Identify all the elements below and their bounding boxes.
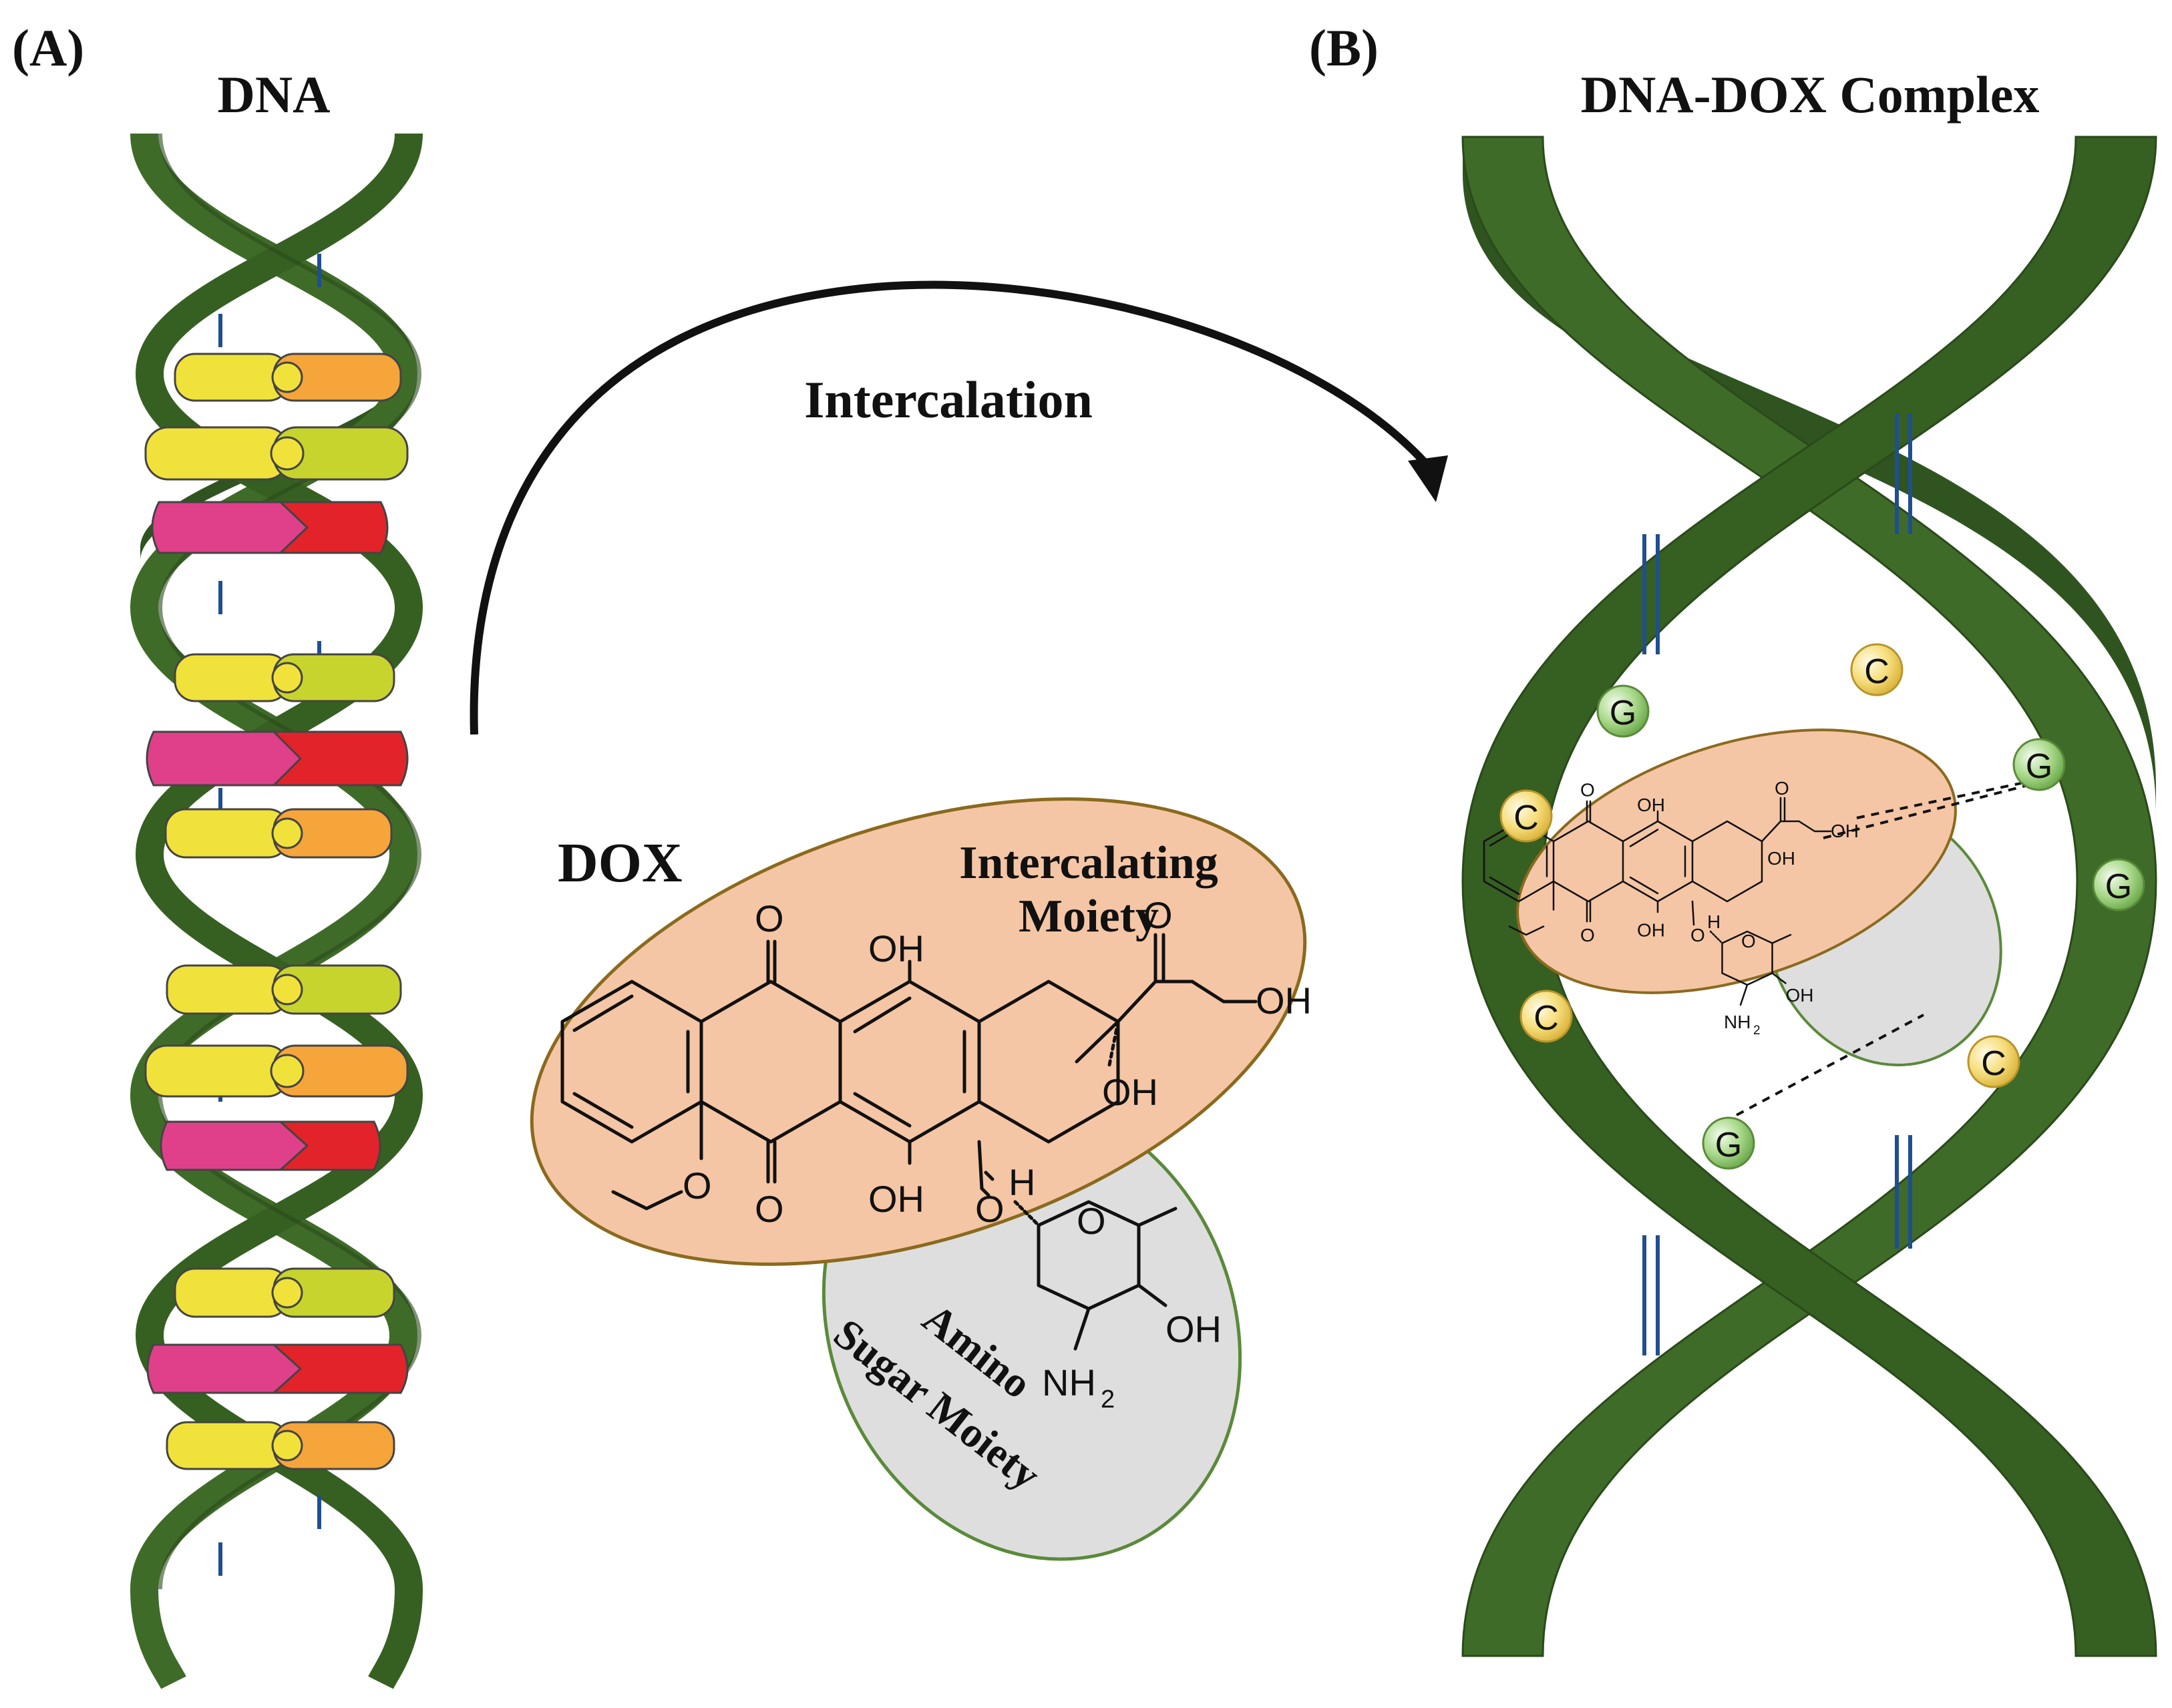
- c-atom-o-top: O: [1580, 780, 1595, 801]
- dox-molecule: Intercalating Moiety Amino Sugar Moiety: [530, 797, 1312, 1561]
- complex-dox-skeleton: O O OH OH O OH OH O H O OH NH 2: [1483, 778, 1859, 1038]
- intercalating-label-line1: Intercalating: [959, 837, 1218, 889]
- svg-text:C: C: [1533, 999, 1559, 1038]
- c-atom-oh-top: OH: [1637, 795, 1665, 815]
- dox-in-complex: O O OH OH O OH OH O H O OH NH 2: [1483, 728, 2031, 1116]
- atom-o-ring: O: [1077, 1200, 1106, 1242]
- base-g-1: G: [1596, 684, 1650, 738]
- panel-b-tag: (B): [1309, 19, 1379, 77]
- base-g-3: G: [2092, 858, 2145, 911]
- complex-strand-2: [1461, 136, 2157, 1657]
- base-g-4: G: [1702, 1116, 1755, 1170]
- svg-text:G: G: [2105, 867, 2132, 906]
- atom-o-ketone: O: [1143, 894, 1173, 936]
- svg-text:G: G: [1610, 694, 1636, 732]
- atom-oh-top: OH: [868, 927, 924, 970]
- panel-b-title: DNA-DOX Complex: [1581, 65, 2040, 124]
- c-atom-oh-bottom: OH: [1637, 920, 1665, 941]
- c-atom-nh-sub: 2: [1753, 1024, 1761, 1038]
- intercalation-arrow: [470, 280, 1448, 735]
- atom-oh-sugar: OH: [1165, 1308, 1222, 1350]
- base-c-3: C: [1519, 990, 1573, 1043]
- atom-o-methoxy: O: [683, 1164, 712, 1207]
- base-c-4: C: [1967, 1035, 2020, 1088]
- svg-text:C: C: [1864, 652, 1889, 691]
- atom-oh-tertiary: OH: [1102, 1071, 1158, 1113]
- intercalation-label: Intercalation: [804, 371, 1093, 429]
- atom-o-glycosidic: O: [975, 1188, 1005, 1230]
- atom-oh-terminal: OH: [1256, 980, 1312, 1022]
- h-bond-lines: [1736, 780, 2031, 1116]
- base-c-2: C: [1499, 789, 1553, 843]
- intercalating-label-line2: Moiety: [1019, 891, 1159, 942]
- svg-text:C: C: [1981, 1044, 2006, 1083]
- c-atom-o-glycosidic: O: [1690, 925, 1705, 945]
- atom-h: H: [1009, 1161, 1035, 1203]
- c-atom-oh-sugar: OH: [1786, 985, 1814, 1006]
- c-atom-oh-tertiary: OH: [1767, 848, 1795, 869]
- complex-helix: [1461, 136, 2157, 1657]
- base-g-2: G: [2012, 738, 2066, 791]
- arrow-head: [1408, 455, 1448, 502]
- c-atom-o-ketone: O: [1775, 778, 1789, 799]
- c-atom-o-bottom: O: [1580, 925, 1595, 945]
- panel-a-tag: (A): [12, 19, 84, 77]
- svg-text:G: G: [1715, 1126, 1742, 1164]
- intercalating-moiety-ellipse: [530, 797, 1307, 1266]
- complex-strand-1: [1461, 136, 2157, 1657]
- dox-label: DOX: [558, 832, 683, 894]
- atom-o-top: O: [755, 897, 784, 939]
- atom-oh-bottom: OH: [868, 1178, 924, 1220]
- atom-o-bottom: O: [755, 1188, 784, 1230]
- base-pair-rows: [144, 353, 409, 1470]
- dna-helix: [130, 132, 423, 1689]
- atom-nh: NH: [1042, 1361, 1096, 1404]
- panel-a-title: DNA: [218, 65, 331, 124]
- c-atom-o-ring: O: [1741, 931, 1756, 951]
- c-atom-h: H: [1707, 911, 1721, 932]
- svg-text:G: G: [2026, 747, 2052, 786]
- dox-skeleton: [560, 933, 1258, 1351]
- base-balls: G C G C G C C G: [1499, 643, 2145, 1170]
- svg-text:C: C: [1513, 799, 1539, 837]
- base-c-1: C: [1850, 643, 1904, 696]
- dox-atom-labels: O O OH OH O O OH OH O H O OH NH 2: [683, 894, 1312, 1414]
- atom-nh-sub: 2: [1101, 1385, 1115, 1414]
- c-atom-nh: NH: [1724, 1012, 1751, 1032]
